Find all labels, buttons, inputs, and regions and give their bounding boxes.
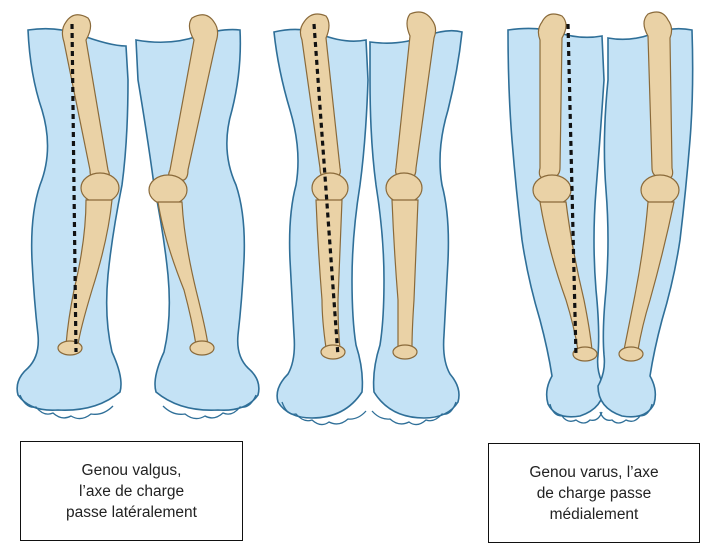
valgus-legs-figure [17,15,259,419]
varus-left-knee [533,175,571,205]
valgus-left-ankle [58,341,82,355]
varus-right-leg-outline [598,29,693,417]
valgus-caption-box: Genou valgus, l’axe de charge passe laté… [20,441,243,541]
varus-legs-figure [508,12,693,423]
valgus-caption-line-2: l’axe de charge [66,481,197,502]
normal-right-knee [386,173,422,203]
valgus-caption-line-3: passe latéralement [66,502,197,523]
varus-caption-line-1: Genou varus, l’axe [529,462,658,483]
varus-caption-line-3: médialement [529,504,658,525]
normal-left-ankle [321,345,345,359]
valgus-left-knee [81,173,119,203]
normal-right-ankle [393,345,417,359]
varus-caption-line-2: de charge passe [529,483,658,504]
valgus-right-knee [149,175,187,205]
normal-legs-figure [274,12,462,425]
varus-caption-box: Genou varus, l’axe de charge passe média… [488,443,700,543]
normal-left-knee [312,173,348,203]
varus-right-knee [641,175,679,205]
valgus-caption-line-1: Genou valgus, [66,460,197,481]
valgus-right-ankle [190,341,214,355]
varus-right-ankle [619,347,643,361]
